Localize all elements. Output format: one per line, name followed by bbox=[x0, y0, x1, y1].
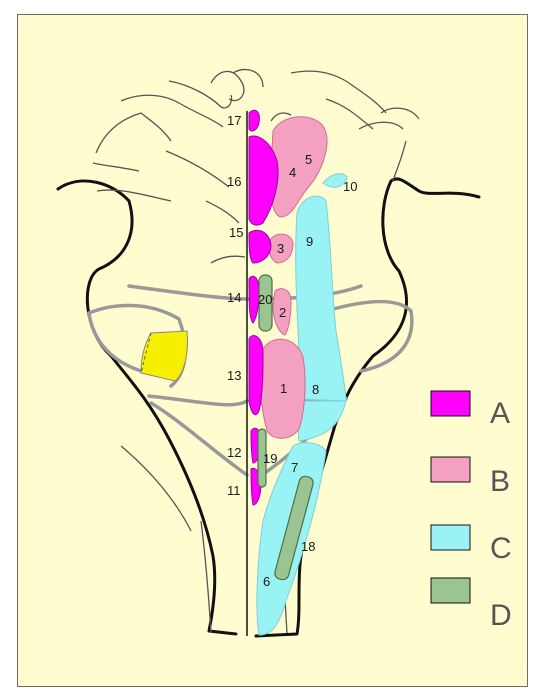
label-10: 10 bbox=[343, 179, 357, 194]
label-6: 6 bbox=[263, 574, 270, 589]
nucleus-13 bbox=[249, 335, 263, 414]
highlight-region bbox=[141, 331, 188, 381]
label-16: 16 bbox=[227, 174, 241, 189]
legend: A B C D bbox=[431, 391, 512, 632]
label-14: 14 bbox=[227, 290, 241, 305]
legend-label-a: A bbox=[490, 397, 510, 430]
label-3: 3 bbox=[277, 241, 284, 256]
legend-swatch-b bbox=[431, 457, 470, 482]
legend-swatch-a bbox=[431, 391, 470, 416]
legend-swatch-d bbox=[431, 578, 470, 603]
label-5: 5 bbox=[305, 152, 312, 167]
diagram-frame: 17 16 15 14 13 12 11 5 4 10 9 3 20 2 1 8… bbox=[17, 14, 528, 687]
nucleus-17 bbox=[249, 110, 259, 131]
label-9: 9 bbox=[306, 234, 313, 249]
label-18: 18 bbox=[301, 539, 315, 554]
legend-label-b: B bbox=[490, 465, 510, 498]
label-4: 4 bbox=[289, 165, 296, 180]
label-13: 13 bbox=[227, 368, 241, 383]
nucleus-8 bbox=[298, 401, 346, 441]
label-7: 7 bbox=[291, 460, 298, 475]
label-11: 11 bbox=[227, 483, 241, 498]
label-19: 19 bbox=[263, 451, 277, 466]
label-12: 12 bbox=[227, 445, 241, 460]
label-20: 20 bbox=[258, 292, 272, 307]
legend-swatch-c bbox=[431, 525, 470, 550]
brainstem-diagram: 17 16 15 14 13 12 11 5 4 10 9 3 20 2 1 8… bbox=[18, 15, 529, 688]
label-17: 17 bbox=[227, 113, 241, 128]
label-1: 1 bbox=[280, 381, 287, 396]
label-15: 15 bbox=[229, 225, 243, 240]
legend-label-c: C bbox=[490, 532, 512, 565]
label-2: 2 bbox=[279, 305, 286, 320]
nucleus-15 bbox=[249, 230, 271, 263]
legend-label-d: D bbox=[490, 599, 512, 632]
label-8: 8 bbox=[312, 382, 319, 397]
